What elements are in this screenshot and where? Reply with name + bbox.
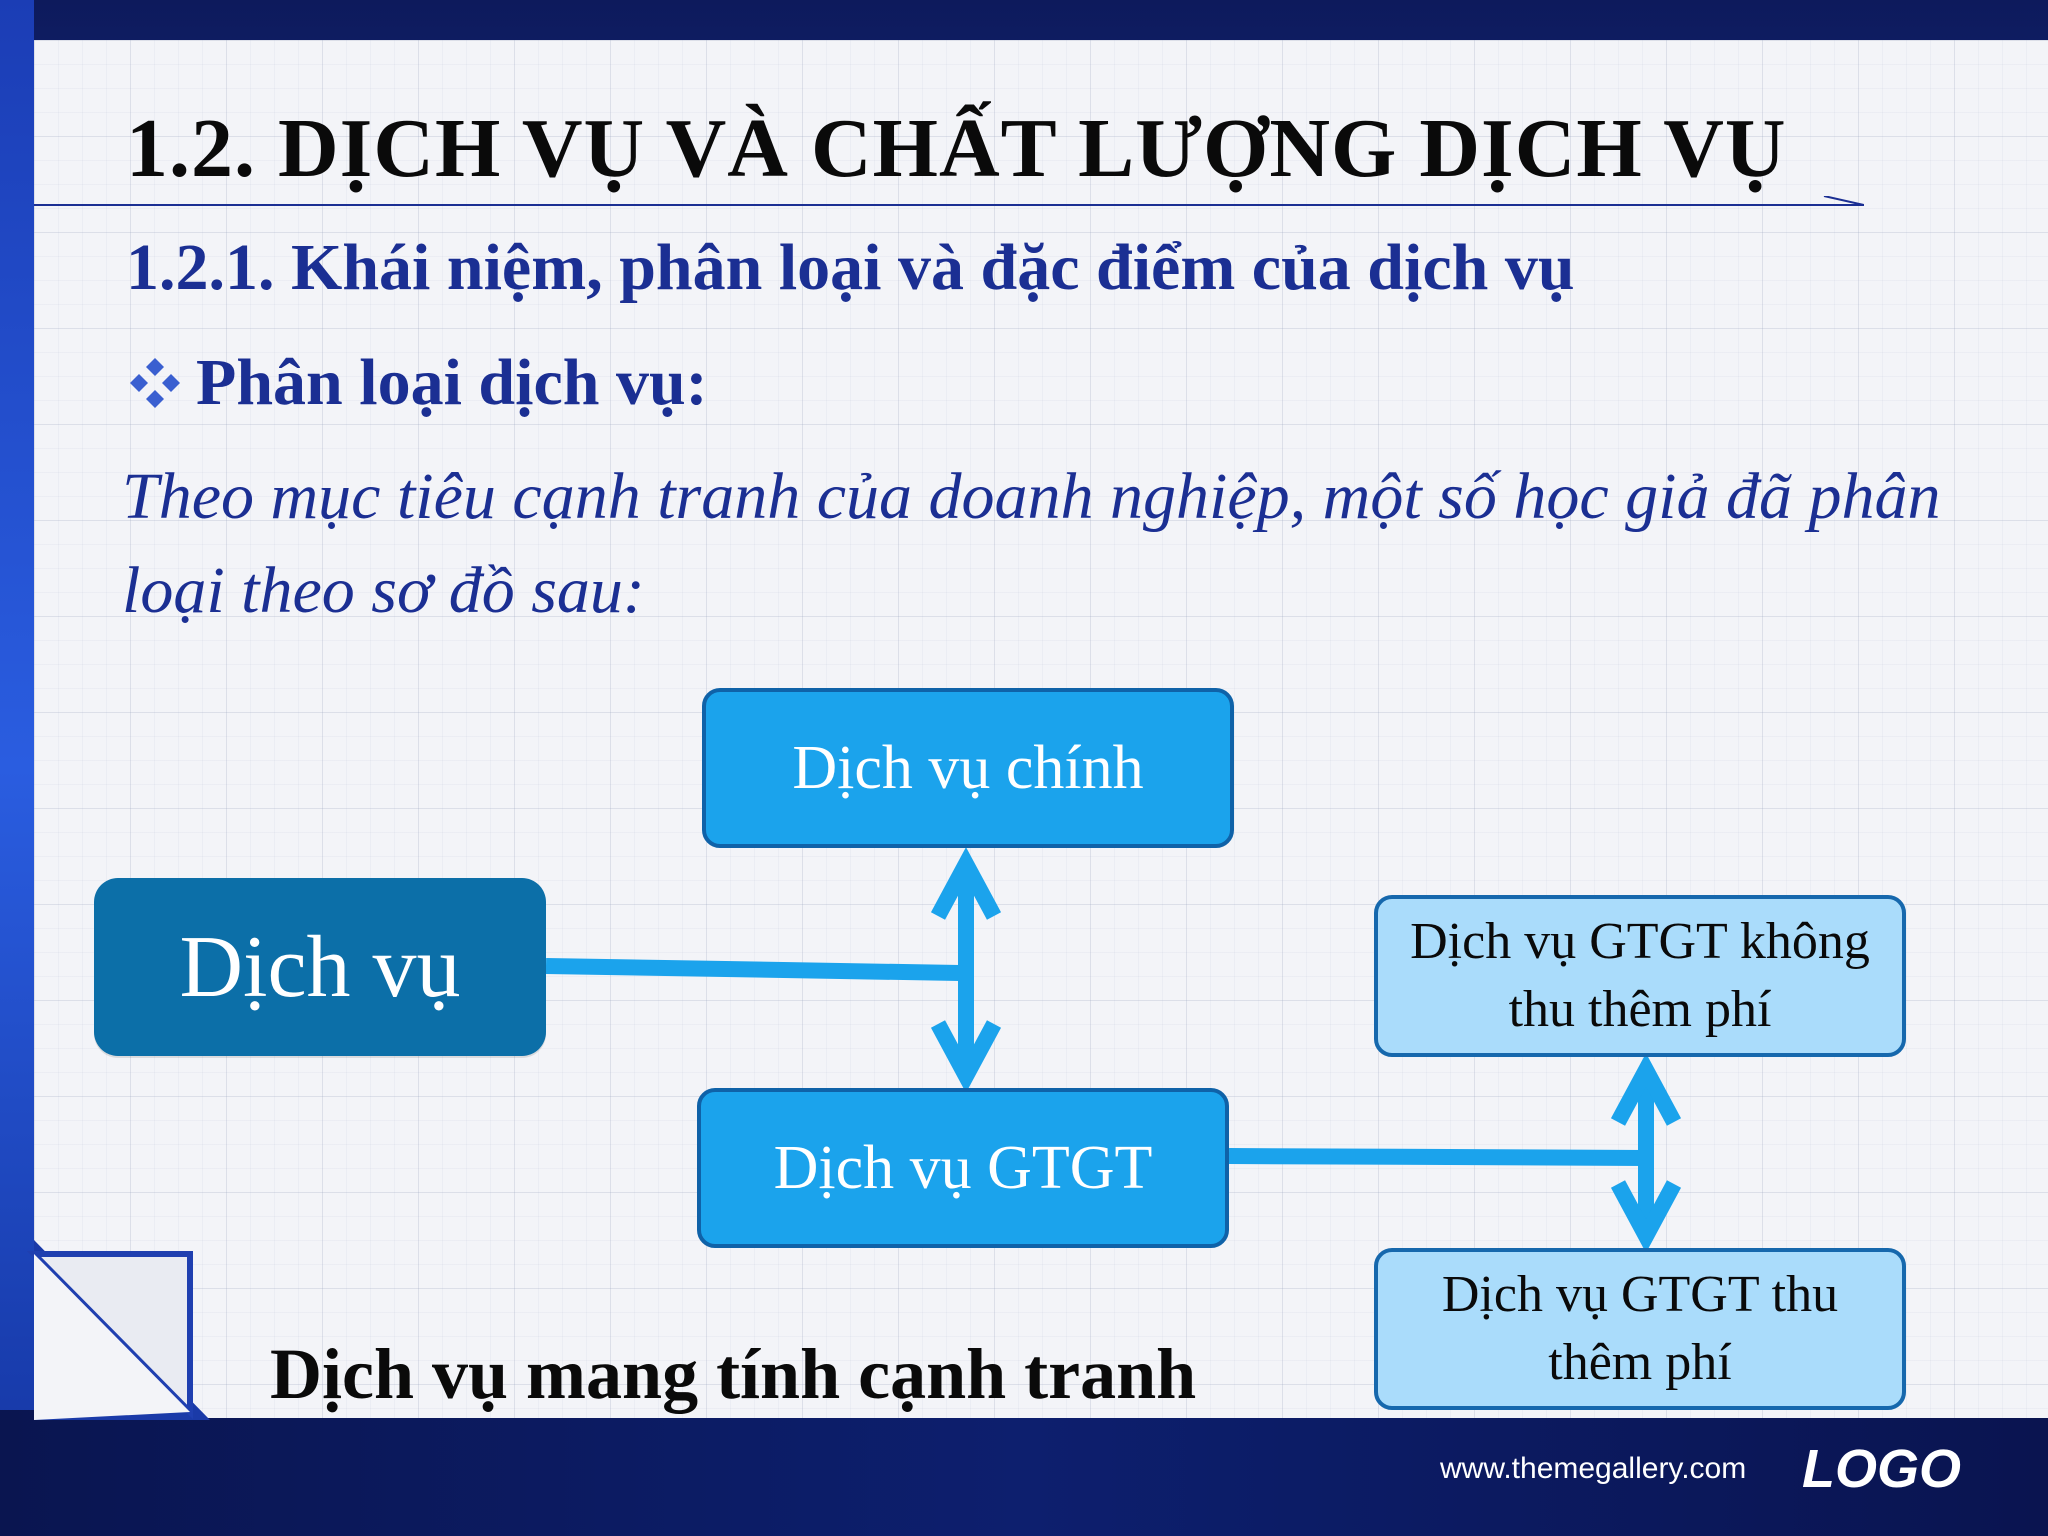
node-core-label: Dịch vụ chính xyxy=(792,733,1144,802)
node-value-added-service: Dịch vụ GTGT xyxy=(697,1088,1229,1248)
node-value-added-free: Dịch vụ GTGT không thu thêm phí xyxy=(1374,895,1906,1057)
section-subtitle: 1.2.1. Khái niệm, phân loại và đặc điểm … xyxy=(126,231,1575,304)
frame-left-band xyxy=(0,0,34,1536)
node-value-added-paid-label: Dịch vụ GTGT thu thêm phí xyxy=(1441,1266,1839,1391)
four-diamond-bullet-icon xyxy=(130,358,180,408)
footer-logo: LOGO xyxy=(1802,1439,1961,1499)
intro-paragraph: Theo mục tiêu cạnh tranh của doanh nghiệ… xyxy=(122,460,1941,627)
frame-bottom-band xyxy=(0,1410,2048,1536)
diagram-caption: Dịch vụ mang tính cạnh tranh xyxy=(270,1334,1197,1414)
node-root-service: Dịch vụ xyxy=(94,878,546,1056)
slide-title: 1.2. DỊCH VỤ VÀ CHẤT LƯỢNG DỊCH VỤ xyxy=(126,102,1787,195)
node-value-added-paid: Dịch vụ GTGT thu thêm phí xyxy=(1374,1248,1906,1410)
footer-url[interactable]: www.themegallery.com xyxy=(1440,1452,1747,1485)
node-core-service: Dịch vụ chính xyxy=(702,688,1234,848)
title-underline xyxy=(34,196,1864,206)
bullet-heading: Phân loại dịch vụ: xyxy=(126,345,708,421)
bullet-heading-text: Phân loại dịch vụ: xyxy=(196,346,708,419)
node-value-added-free-label: Dịch vụ GTGT không thu thêm phí xyxy=(1410,913,1870,1038)
node-value-added-label: Dịch vụ GTGT xyxy=(773,1133,1153,1202)
slide-canvas xyxy=(34,40,2048,1418)
node-root-label: Dịch vụ xyxy=(179,918,461,1016)
page-curl-decoration xyxy=(26,1240,210,1420)
